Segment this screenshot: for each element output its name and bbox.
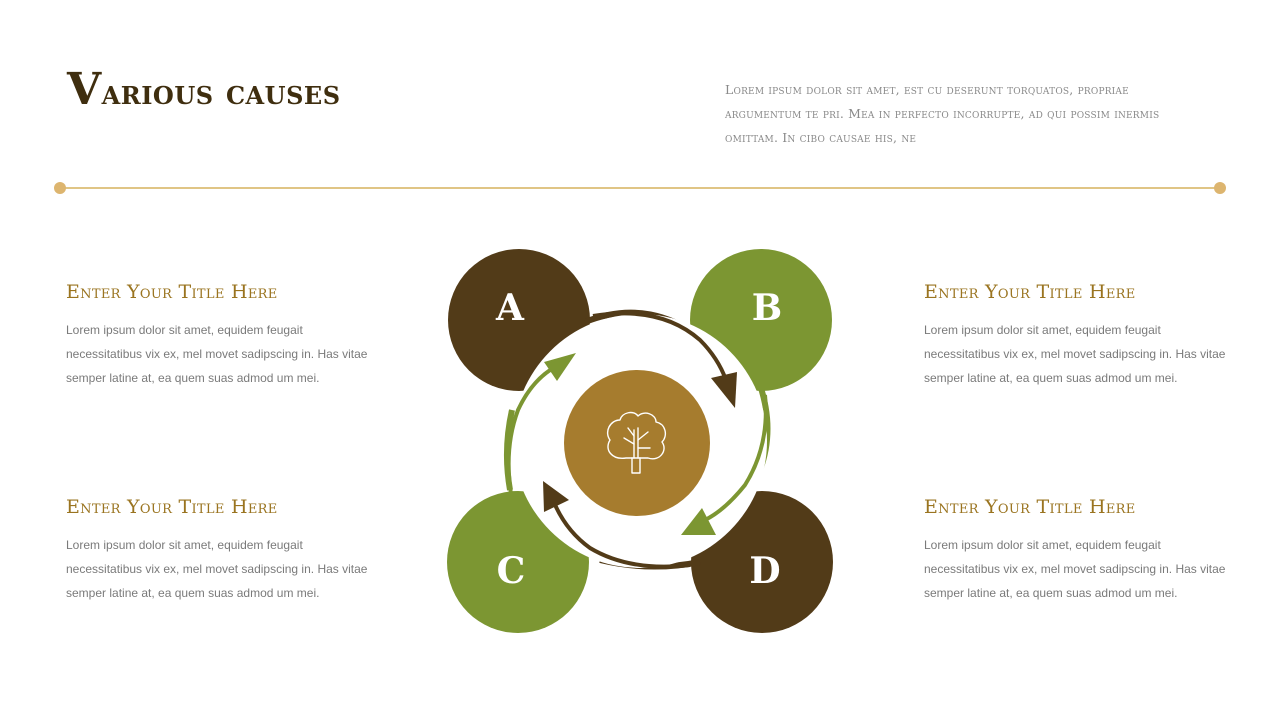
block-title: Enter Your Title Here bbox=[924, 281, 1136, 303]
divider-dot-right bbox=[1214, 182, 1226, 194]
text-block-d: Enter Your Title Here Lorem ipsum dolor … bbox=[924, 495, 1234, 605]
arrow-head-c-to-a bbox=[544, 353, 576, 381]
node-label-d: D bbox=[749, 550, 781, 592]
arrow-d-to-c bbox=[551, 499, 691, 569]
arrow-a-to-b bbox=[592, 311, 728, 381]
outer-arc-bottom bbox=[599, 557, 701, 570]
divider-line bbox=[60, 187, 1220, 189]
block-title: Enter Your Title Here bbox=[66, 496, 278, 518]
divider-dot-left bbox=[54, 182, 66, 194]
node-label-b: B bbox=[751, 287, 783, 329]
block-text: Lorem ipsum dolor sit amet, equidem feug… bbox=[66, 538, 368, 600]
arrow-head-b-to-d bbox=[681, 508, 716, 535]
block-title: Enter Your Title Here bbox=[66, 281, 278, 303]
block-text: Lorem ipsum dolor sit amet, equidem feug… bbox=[924, 538, 1226, 600]
tree-icon bbox=[606, 411, 667, 474]
outer-arc-right bbox=[713, 384, 771, 523]
page-title: Various causes bbox=[67, 68, 341, 112]
block-text: Lorem ipsum dolor sit amet, equidem feug… bbox=[924, 323, 1226, 385]
center-circle bbox=[564, 370, 710, 516]
node-label-c: C bbox=[496, 550, 526, 592]
text-block-a: Enter Your Title Here Lorem ipsum dolor … bbox=[66, 280, 376, 390]
outer-arc-top bbox=[583, 309, 735, 387]
outer-arc-left bbox=[503, 409, 515, 491]
node-label-a: A bbox=[496, 287, 524, 329]
block-title: Enter Your Title Here bbox=[924, 496, 1136, 518]
arrow-c-to-a bbox=[506, 365, 557, 501]
intro-paragraph: Lorem ipsum dolor sit amet, est cu deser… bbox=[725, 82, 1160, 145]
text-block-c: Enter Your Title Here Lorem ipsum dolor … bbox=[66, 495, 376, 605]
white-ring bbox=[513, 314, 767, 568]
arrow-head-d-to-c bbox=[543, 481, 569, 512]
page-title-rest: arious causes bbox=[101, 73, 341, 113]
text-block-b: Enter Your Title Here Lorem ipsum dolor … bbox=[924, 280, 1234, 390]
arrow-head-a-to-b bbox=[711, 372, 737, 408]
arrow-b-to-d bbox=[704, 394, 768, 522]
block-text: Lorem ipsum dolor sit amet, equidem feug… bbox=[66, 323, 368, 385]
page-title-initial: V bbox=[67, 64, 102, 115]
